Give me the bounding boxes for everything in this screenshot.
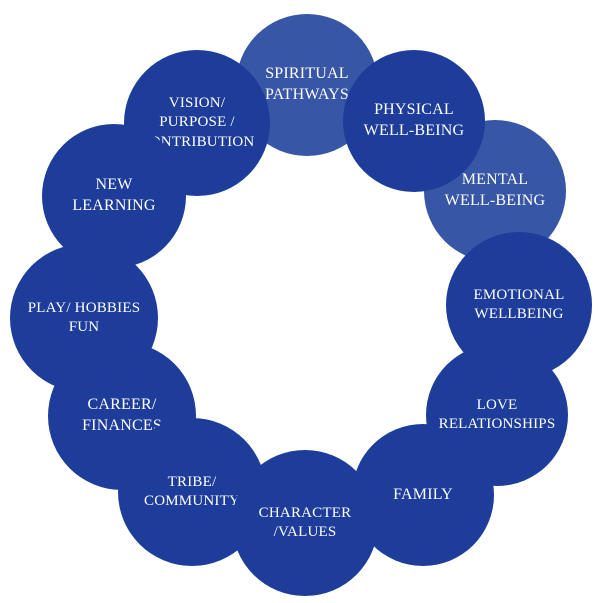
label-mental-well-being: MENTAL WELL-BEING [444, 171, 546, 209]
label-family: FAMILY [393, 485, 453, 503]
circle-new-learning: NEW LEARNING [42, 124, 186, 268]
label-emotional-wellbeing: EMOTIONAL WELLBEING [473, 286, 565, 323]
label-play-hobbies-fun: PLAY/ HOBBIES FUN [27, 299, 141, 336]
label-vision-purpose-contribution: VISION/ PURPOSE / CONTRIBUTION [139, 94, 255, 150]
circle-love-relationships: LOVE RELATIONSHIPS [426, 344, 568, 486]
circle-physical-well-being: PHYSICAL WELL-BEING [343, 50, 485, 192]
label-career-finances: CAREER/ FINANCES [82, 396, 162, 434]
label-physical-well-being: PHYSICAL WELL-BEING [363, 101, 465, 139]
label-character-values: CHARACTER /VALUES [258, 504, 352, 541]
label-new-learning: NEW LEARNING [72, 176, 156, 214]
label-love-relationships: LOVE RELATIONSHIPS [438, 396, 556, 433]
label-spiritual-pathways: SPIRITUAL PATHWAYS [264, 65, 349, 103]
label-tribe-community: TRIBE/ COMMUNITY [144, 473, 240, 510]
circle-character-values: CHARACTER /VALUES [232, 450, 378, 596]
